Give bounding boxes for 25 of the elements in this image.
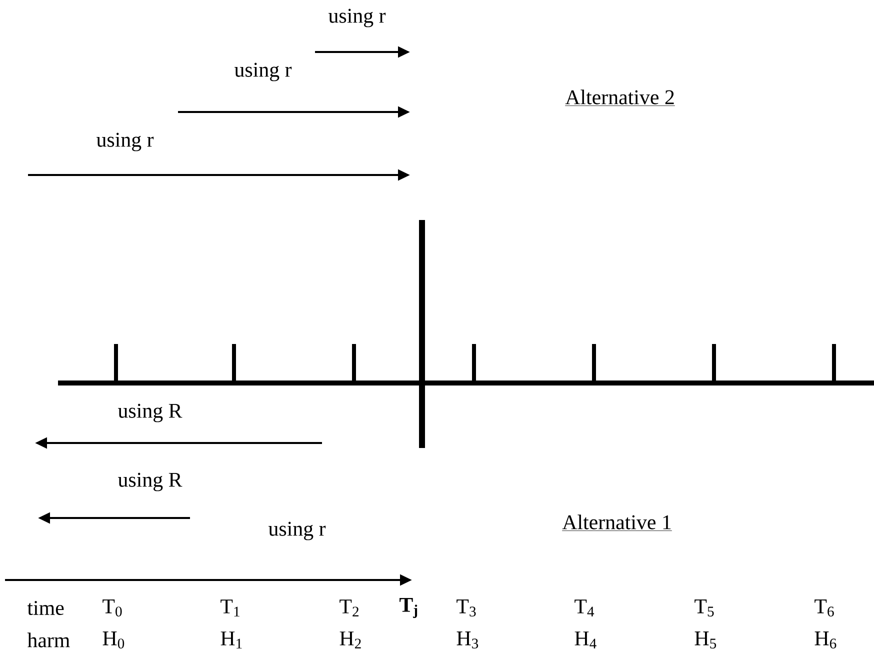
time-label: T$_{j}$ [400,598,418,618]
alternative-heading: Alternative 2 [564,90,676,106]
arrow-label: using r [96,132,154,152]
time-label: T$_{6}$ [814,600,834,616]
time-label: T$_{4}$ [574,600,594,616]
harm-label: H$_{2}$ [340,632,361,648]
alternative-heading: Alternative 1 [562,514,672,531]
harm-label: H$_{4}$ [574,632,596,648]
arrow-label: using R [118,472,182,492]
row-heading: harm [27,632,70,648]
harm-label: H$_{3}$ [456,632,478,648]
time-label: T$_{1}$ [220,600,240,616]
arrow-label: using r [234,62,292,82]
harm-label: H$_{0}$ [102,632,124,648]
time-label: T$_{5}$ [694,600,714,616]
harm-label: H$_{5}$ [694,632,716,648]
time-label: T$_{2}$ [340,600,358,616]
harm-label: H$_{6}$ [814,632,836,648]
arrow-label: using r [268,522,326,540]
row-heading: time [27,600,64,616]
arrow-label: using r [328,8,386,28]
arrow-label: using R [118,404,182,422]
harm-label: H$_{1}$ [220,632,242,648]
time-label: T$_{0}$ [102,600,122,616]
time-label: T$_{3}$ [456,600,476,616]
